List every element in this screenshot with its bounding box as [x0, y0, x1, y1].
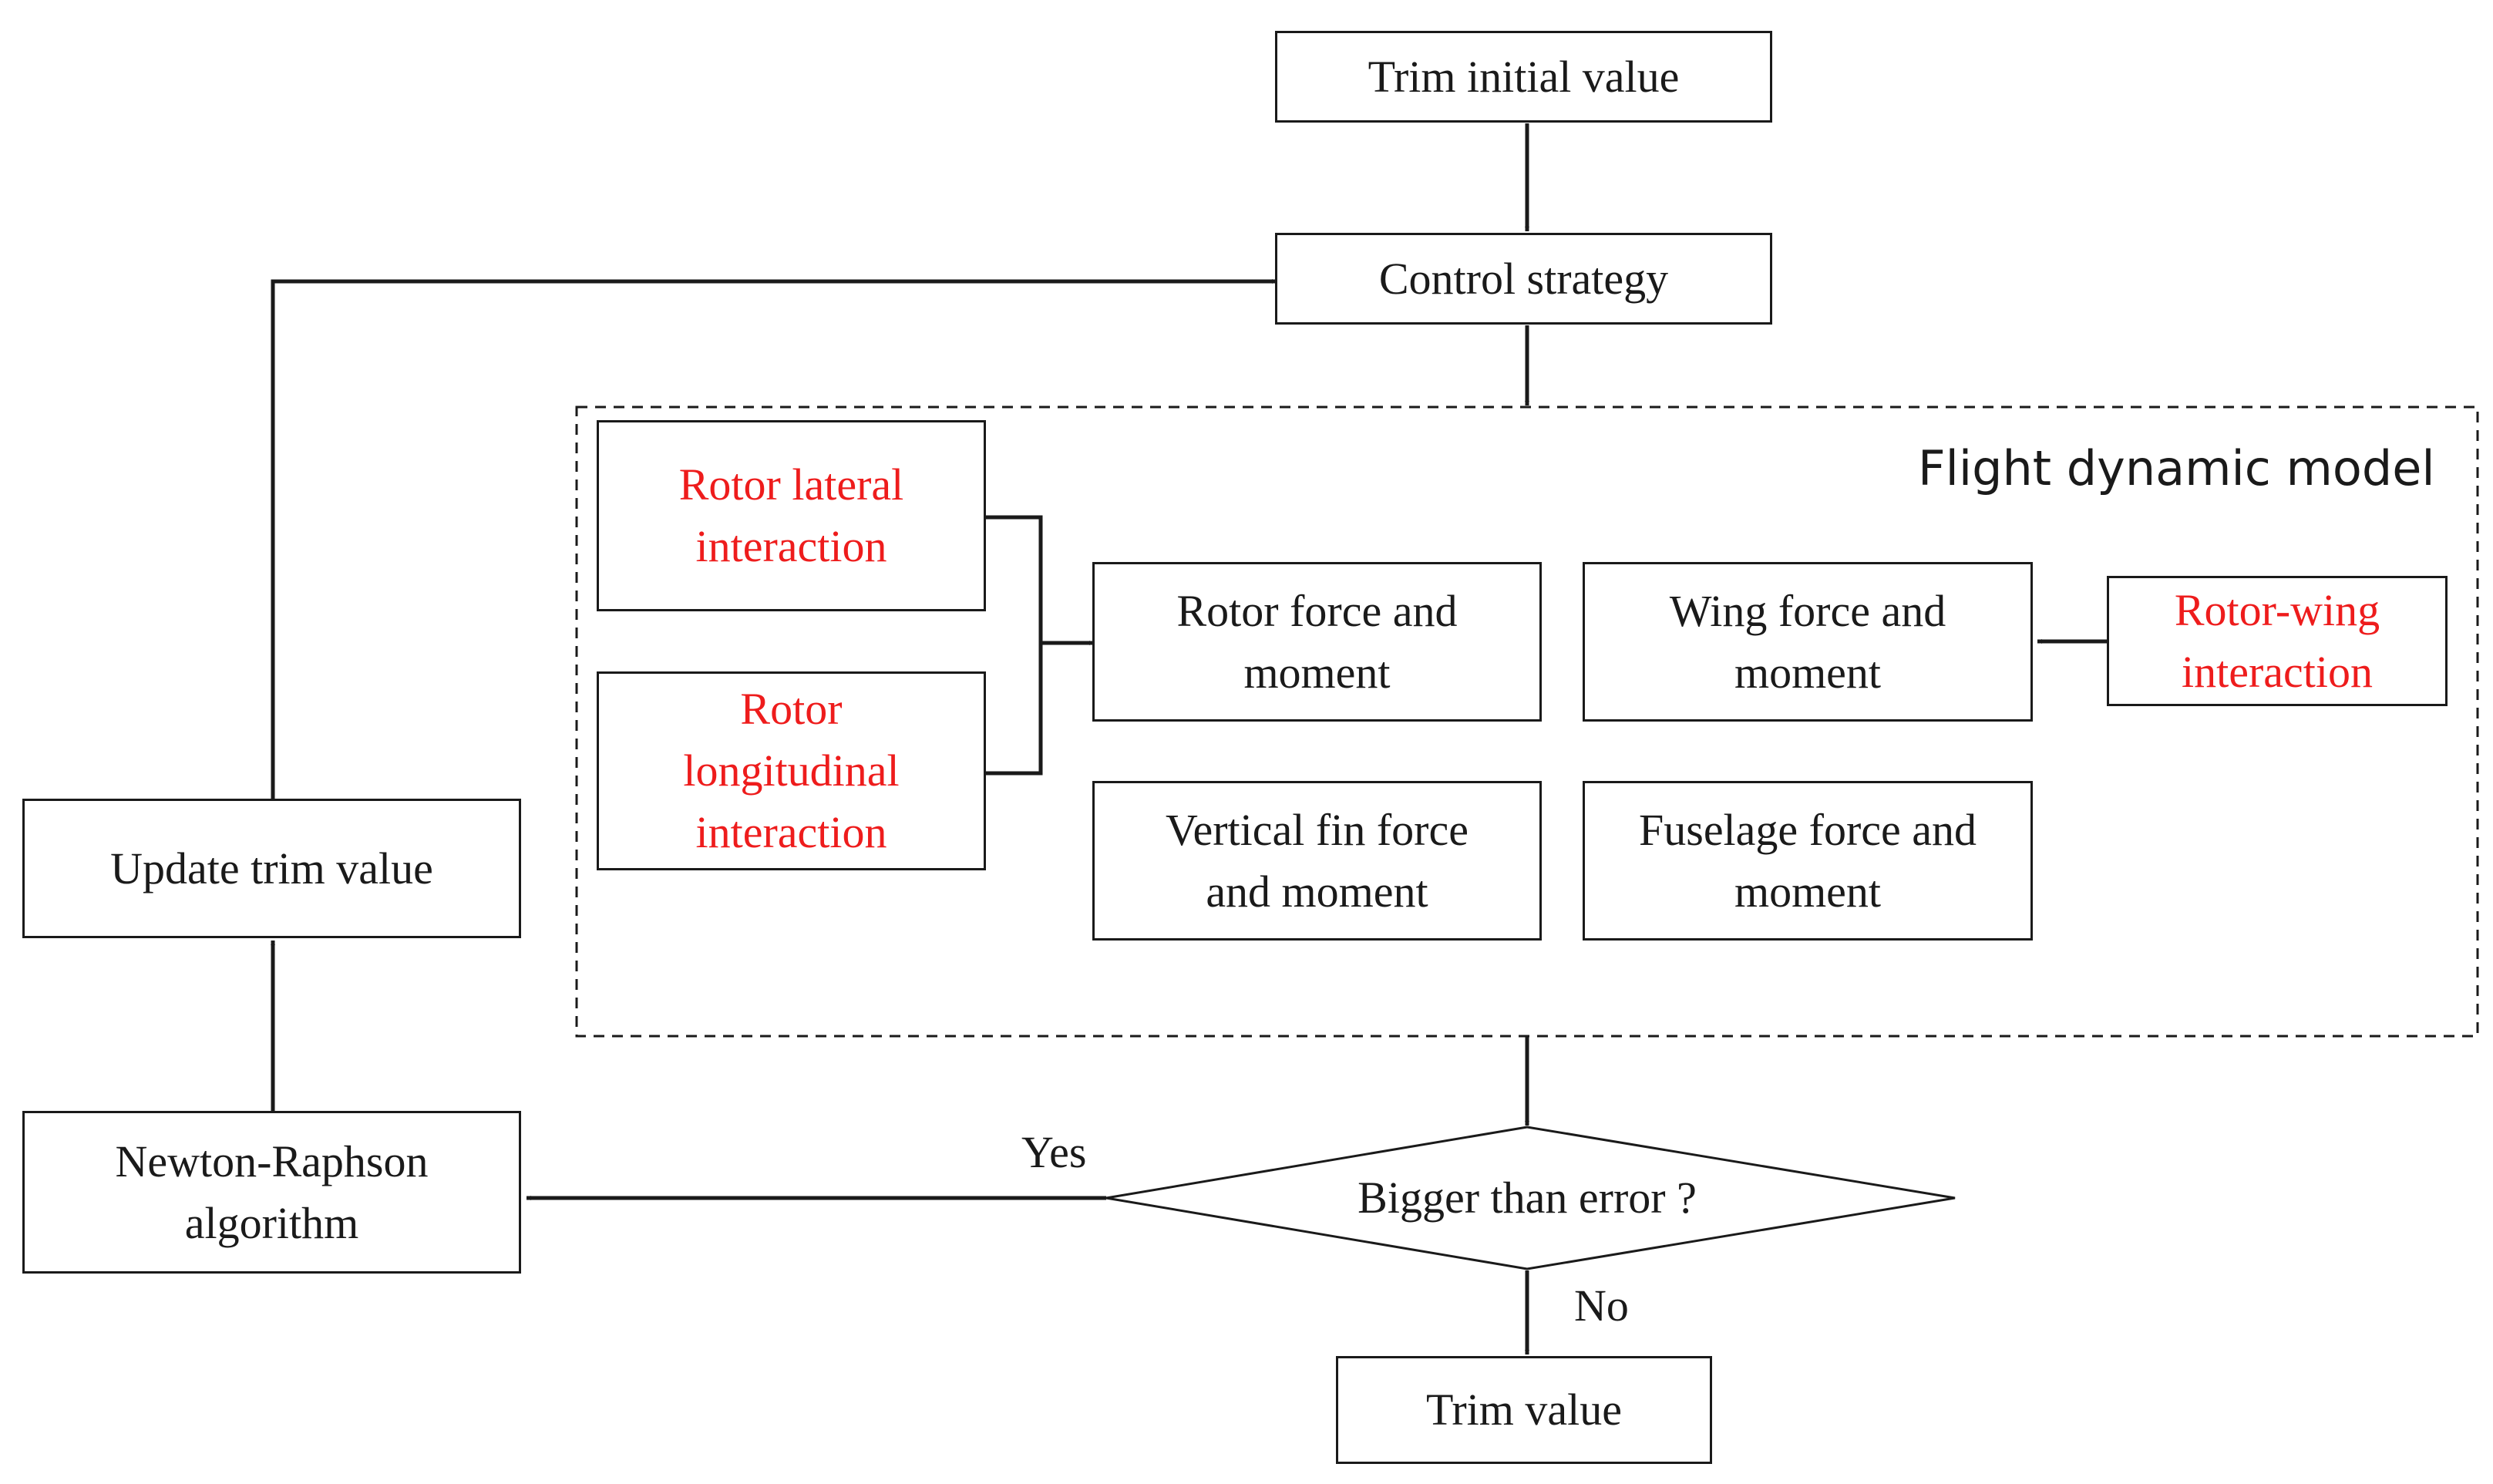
no-label: No: [1574, 1280, 1629, 1331]
newton-raphson-label: Newton-Raphson algorithm: [115, 1136, 429, 1248]
rotor-lateral-interaction-label: Rotor lateral interaction: [678, 459, 904, 571]
decision-diamond: [1105, 1126, 1956, 1270]
arrow-update-to-control: [271, 279, 1277, 799]
rotor-longitudinal-interaction-label: Rotor longitudinal interaction: [683, 684, 900, 857]
trim-value-label: Trim value: [1425, 1385, 1623, 1435]
update-trim-value-label: Update trim value: [110, 843, 433, 893]
fuselage-force-moment-label: Fuselage force and moment: [1638, 804, 1977, 917]
rotor-longitudinal-interaction-box: Rotor longitudinal interaction: [597, 671, 986, 870]
wing-force-moment-box: Wing force and moment: [1583, 562, 2033, 722]
trim-initial-value-box: Trim initial value: [1275, 31, 1772, 123]
yes-label: Yes: [1021, 1127, 1087, 1177]
vertical-fin-force-moment-box: Vertical fin force and moment: [1092, 781, 1542, 941]
trim-initial-value-label: Trim initial value: [1368, 51, 1680, 102]
connector-rotor-lateral: [986, 515, 1043, 776]
wing-force-moment-label: Wing force and moment: [1669, 585, 1946, 698]
newton-raphson-box: Newton-Raphson algorithm: [22, 1111, 521, 1274]
decision-label: Bigger than error ?: [1358, 1173, 1697, 1223]
control-strategy-box: Control strategy: [1275, 233, 1772, 325]
rotor-force-moment-label: Rotor force and moment: [1176, 585, 1458, 698]
rotor-wing-interaction-label: Rotor-wing interaction: [2174, 584, 2380, 697]
flight-dynamic-model-title: Flight dynamic model: [1918, 440, 2435, 496]
rotor-lateral-interaction-box: Rotor lateral interaction: [597, 420, 986, 611]
rotor-wing-interaction-box: Rotor-wing interaction: [2107, 576, 2448, 706]
trim-value-box: Trim value: [1336, 1356, 1712, 1464]
control-strategy-label: Control strategy: [1378, 253, 1669, 304]
fuselage-force-moment-box: Fuselage force and moment: [1583, 781, 2033, 941]
update-trim-value-box: Update trim value: [22, 799, 521, 938]
rotor-force-moment-box: Rotor force and moment: [1092, 562, 1542, 722]
vertical-fin-force-moment-label: Vertical fin force and moment: [1166, 804, 1469, 917]
